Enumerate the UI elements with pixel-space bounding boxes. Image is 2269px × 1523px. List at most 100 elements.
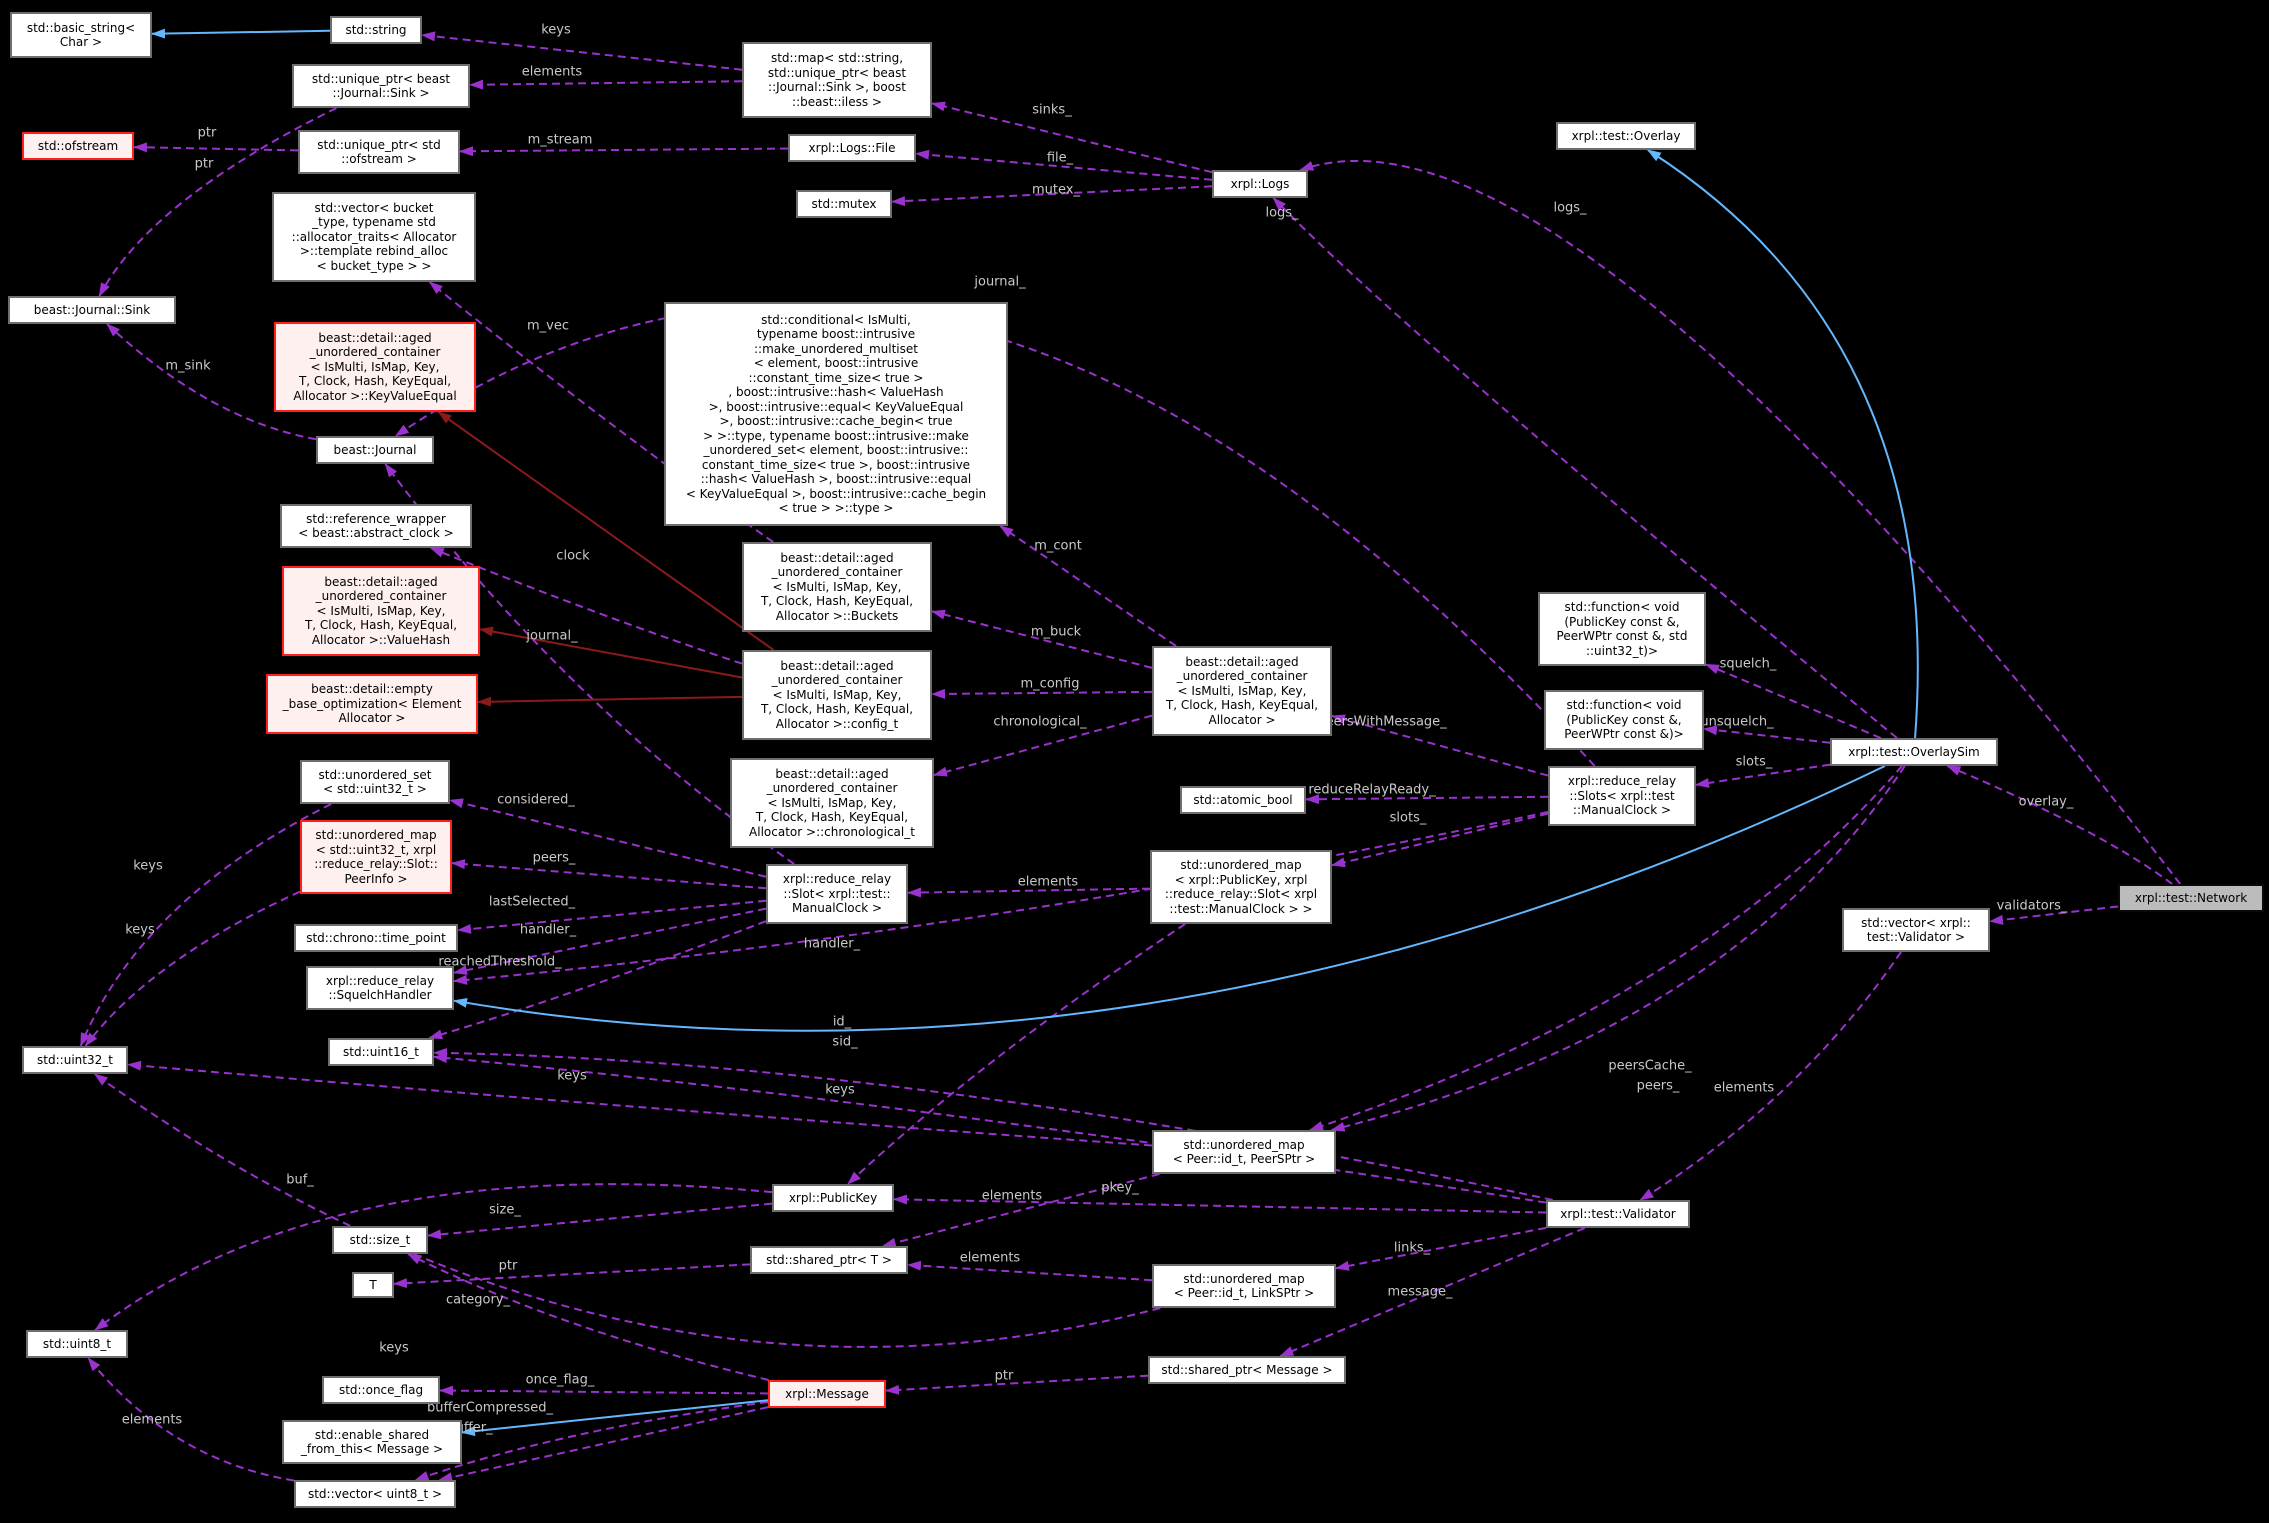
class-node-vec_validator[interactable]: std::vector< xrpl:: test::Validator > [1842, 908, 1990, 952]
edge-overlaysim-slots [1695, 763, 1831, 788]
edge-message-size_t [407, 1253, 769, 1381]
edge-overlaysim-umap_peersptr [1309, 765, 1903, 1131]
class-node-T[interactable]: T [352, 1272, 394, 1298]
class-node-uint16[interactable]: std::uint16_t [328, 1038, 434, 1066]
edge-validator-uint16 [433, 1048, 1553, 1201]
class-node-atomic_bool[interactable]: std::atomic_bool [1180, 786, 1306, 814]
edge-label: elements [959, 1250, 1021, 1266]
edge-config_t-valuehash [479, 626, 743, 679]
class-node-umap_linksptr[interactable]: std::unordered_map < Peer::id_t, LinkSPt… [1152, 1264, 1336, 1308]
edge-aged_main-chronological_t [933, 714, 1153, 777]
edge-overlaysim-func_unsquelch [1703, 725, 1831, 744]
edge-label: id_ [832, 1014, 852, 1030]
class-node-journal[interactable]: beast::Journal [316, 436, 434, 464]
class-node-sptr_msg[interactable]: std::shared_ptr< Message > [1148, 1356, 1346, 1384]
edge-config_t-kve [437, 411, 775, 651]
edge-label: ptr [994, 1368, 1014, 1384]
edge-overlaysim-logs [1272, 197, 1898, 739]
edge-network-logs [1299, 160, 2181, 885]
class-node-network[interactable]: xrpl::test::Network [2118, 884, 2264, 912]
class-node-publickey[interactable]: xrpl::PublicKey [772, 1184, 894, 1212]
class-node-chronological_t[interactable]: beast::detail::aged _unordered_container… [730, 758, 934, 848]
class-node-slots[interactable]: xrpl::reduce_relay ::Slots< xrpl::test :… [1548, 766, 1696, 826]
class-node-slot[interactable]: xrpl::reduce_relay ::Slot< xrpl::test:: … [766, 864, 908, 924]
class-node-uptr_ofstream[interactable]: std::unique_ptr< std ::ofstream > [298, 130, 460, 174]
edge-aged_main-buckets [931, 609, 1153, 669]
class-node-squelchhandler[interactable]: xrpl::reduce_relay ::SquelchHandler [306, 966, 454, 1010]
class-node-uset32[interactable]: std::unordered_set < std::uint32_t > [300, 760, 450, 804]
edge-label: peers_ [532, 850, 576, 866]
class-node-conditional[interactable]: std::conditional< IsMulti, typename boos… [664, 302, 1008, 526]
class-node-timepoint[interactable]: std::chrono::time_point [294, 924, 458, 952]
class-node-string[interactable]: std::string [330, 16, 422, 44]
edge-label: links_ [1393, 1240, 1431, 1256]
edge-overlaysim-overlay [1647, 149, 1919, 739]
class-node-validator[interactable]: xrpl::test::Validator [1546, 1200, 1690, 1228]
edge-label: elements [1017, 874, 1079, 890]
class-node-overlaysim[interactable]: xrpl::test::OverlaySim [1830, 738, 1998, 766]
edge-label: peersWithMessage_ [1317, 714, 1447, 730]
edge-map_sinks-uptr_sink [469, 79, 743, 90]
class-node-enable_shared[interactable]: std::enable_shared _from_this< Message > [282, 1420, 462, 1464]
class-node-once_flag[interactable]: std::once_flag [322, 1376, 440, 1404]
class-node-vec_uint8[interactable]: std::vector< uint8_t > [294, 1480, 456, 1508]
edge-label: elements [521, 64, 583, 80]
class-node-vec_bucket[interactable]: std::vector< bucket _type, typename std … [272, 192, 476, 282]
edge-label: m_stream [527, 132, 593, 148]
edge-umap_peersptr-sptr_T [881, 1173, 1160, 1248]
class-node-umap_peerinfo[interactable]: std::unordered_map < std::uint32_t, xrpl… [300, 820, 452, 894]
class-node-func_unsquelch[interactable]: std::function< void (PublicKey const &, … [1544, 690, 1704, 750]
edge-aged_main-config_t [931, 688, 1153, 699]
edge-label: m_config [1020, 676, 1080, 692]
class-node-umap_pk_slot[interactable]: std::unordered_map < xrpl::PublicKey, xr… [1150, 850, 1332, 924]
edge-uptr_ofstream-ofstream [133, 142, 299, 153]
class-node-uint8[interactable]: std::uint8_t [26, 1330, 128, 1358]
class-node-aged_main[interactable]: beast::detail::aged _unordered_container… [1152, 646, 1332, 736]
edge-label: m_vec [526, 318, 570, 334]
class-node-kve[interactable]: beast::detail::aged _unordered_container… [274, 322, 476, 412]
class-node-sptr_T[interactable]: std::shared_ptr< T > [750, 1246, 908, 1274]
edge-aged_main-conditional [999, 525, 1177, 647]
edge-label: keys [379, 1340, 409, 1356]
class-node-overlay[interactable]: xrpl::test::Overlay [1556, 122, 1696, 150]
class-node-journal_sink[interactable]: beast::Journal::Sink [8, 296, 176, 324]
edge-label: journal_ [526, 628, 578, 644]
class-node-uptr_sink[interactable]: std::unique_ptr< beast ::Journal::Sink > [292, 64, 470, 108]
class-node-refwrap[interactable]: std::reference_wrapper < beast::abstract… [280, 504, 472, 548]
edge-slots-squelchhandler [453, 810, 1549, 985]
class-node-umap_peersptr[interactable]: std::unordered_map < Peer::id_t, PeerSPt… [1152, 1130, 1336, 1174]
class-node-valuehash[interactable]: beast::detail::aged _unordered_container… [282, 566, 480, 656]
class-node-ofstream[interactable]: std::ofstream [22, 132, 134, 160]
class-node-mutex[interactable]: std::mutex [796, 190, 892, 218]
edge-label: keys [825, 1082, 855, 1098]
edge-sptr_msg-message [885, 1374, 1149, 1395]
class-node-uint32[interactable]: std::uint32_t [22, 1046, 128, 1074]
class-node-logs_file[interactable]: xrpl::Logs::File [788, 134, 916, 162]
edge-label: peersCache_ [1608, 1058, 1692, 1074]
class-node-message[interactable]: xrpl::Message [768, 1380, 886, 1408]
edge-slots-atomic_bool [1305, 794, 1549, 805]
edge-slot-uset32 [449, 798, 767, 878]
edge-slot-squelchhandler [453, 907, 767, 976]
edge-label: handler_ [519, 922, 577, 938]
edge-label: mutex_ [1032, 182, 1080, 198]
class-node-size_t[interactable]: std::size_t [332, 1226, 428, 1254]
edge-string-basic_string [151, 28, 331, 39]
edge-label: logs_ [1553, 200, 1587, 216]
edge-message-vec_uint8 [438, 1406, 769, 1483]
class-node-basic_string[interactable]: std::basic_string< Char > [10, 12, 152, 58]
edge-label: reduceRelayReady_ [1308, 782, 1436, 798]
class-node-logs[interactable]: xrpl::Logs [1212, 170, 1308, 198]
edge-network-overlaysim [1946, 765, 2173, 885]
edge-logs_file-uptr_ofstream [459, 146, 789, 157]
edge-publickey-size_t [427, 1202, 773, 1240]
class-node-buckets[interactable]: beast::detail::aged _unordered_container… [742, 542, 932, 632]
class-node-map_sinks[interactable]: std::map< std::string, std::unique_ptr< … [742, 42, 932, 118]
class-node-func_squelch[interactable]: std::function< void (PublicKey const &, … [1538, 592, 1706, 666]
class-node-config_t[interactable]: beast::detail::aged _unordered_container… [742, 650, 932, 740]
edge-label: chronological_ [993, 714, 1087, 730]
class-node-ebo[interactable]: beast::detail::empty _base_optimization<… [266, 674, 478, 734]
edge-label: ptr [498, 1258, 518, 1274]
edge-logs-mutex [891, 185, 1213, 207]
edge-label: handler_ [803, 936, 861, 952]
